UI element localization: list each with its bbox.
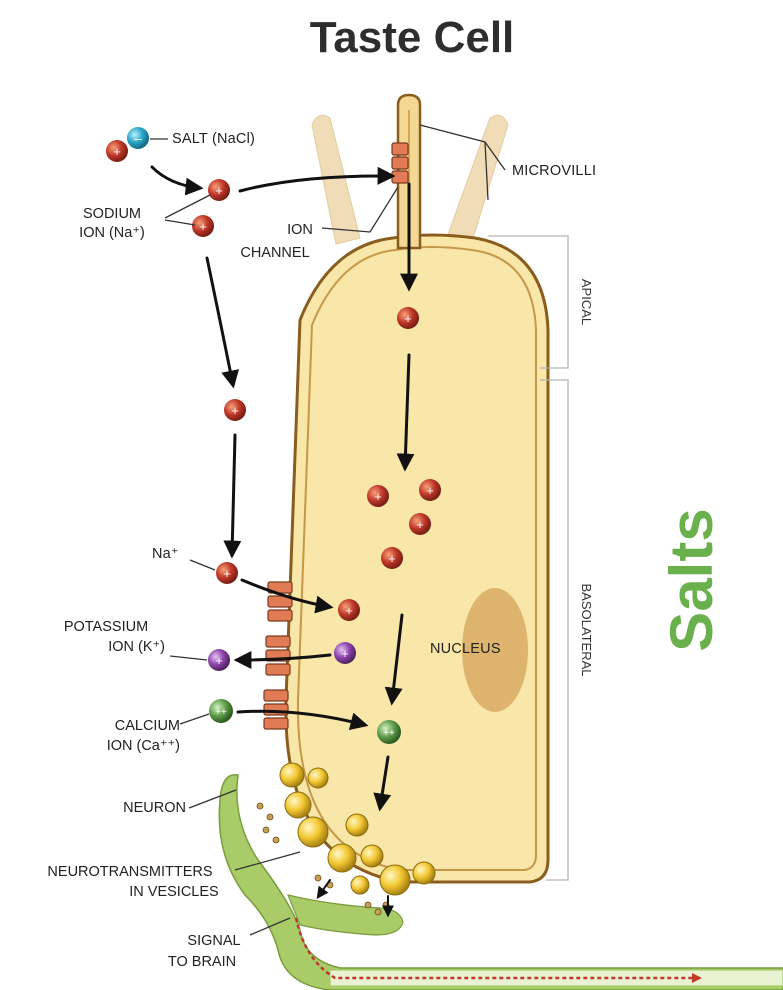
vesicle (280, 763, 304, 787)
svg-text:+: + (215, 183, 223, 198)
potassium-label: ION (K⁺) (108, 639, 165, 655)
svg-text:+: + (404, 311, 412, 326)
svg-text:+: + (231, 403, 239, 418)
chloride-ion: – (127, 127, 149, 149)
svg-text:+: + (215, 653, 223, 668)
arrow-salt-to-sodium (152, 167, 200, 188)
svg-text:+: + (345, 603, 353, 618)
vesicle (328, 844, 356, 872)
ion-channel-label: ION (287, 222, 313, 238)
ion-channel-sodium (268, 582, 292, 621)
svg-text:+: + (374, 489, 382, 504)
side-title: Salts (658, 508, 725, 651)
microvilli-label: MICROVILLI (512, 163, 596, 179)
sodium-ion: + (216, 562, 238, 584)
sodium-ion: + (224, 399, 246, 421)
arrow-sodium-down-2 (232, 435, 235, 555)
neurotransmitters-label: NEUROTRANSMITTERS (47, 864, 212, 880)
sodium-ion: + (381, 547, 403, 569)
svg-text:+: + (416, 517, 424, 532)
potassium-ion: + (208, 649, 230, 671)
sodium-ion: + (208, 179, 230, 201)
ion-channel-apical (392, 143, 408, 183)
sodium-ion: + (192, 215, 214, 237)
salt-label: SALT (NaCl) (172, 131, 255, 147)
sodium-ion: + (367, 485, 389, 507)
ion-channel-calcium (264, 690, 288, 729)
svg-text:+: + (199, 219, 207, 234)
calcium-label: ION (Ca⁺⁺) (107, 738, 180, 754)
svg-text:+: + (426, 483, 434, 498)
basolateral-label: BASOLATERAL (579, 584, 594, 677)
sodium-ion: + (338, 599, 360, 621)
sodium-label: SODIUM (83, 206, 141, 222)
calcium-label: CALCIUM (115, 718, 180, 734)
ion-channel-potassium (266, 636, 290, 675)
microvillus-right (446, 115, 508, 248)
apical-label: APICAL (579, 279, 594, 325)
svg-text:++: ++ (383, 728, 395, 739)
vesicle (346, 814, 368, 836)
na-label: Na⁺ (152, 546, 179, 562)
calcium-ion: ++ (377, 720, 401, 744)
arrow-sodium-down-1 (207, 258, 233, 385)
svg-text:+: + (223, 566, 231, 581)
svg-text:–: – (134, 130, 142, 146)
signal-label: SIGNAL (187, 933, 240, 949)
vesicle (413, 862, 435, 884)
arrow-sodium-to-channel (240, 176, 392, 191)
vesicle (351, 876, 369, 894)
svg-text:+: + (341, 646, 349, 661)
vesicle (298, 817, 328, 847)
potassium-label: POTASSIUM (64, 619, 148, 635)
sodium-label: ION (Na⁺) (79, 225, 145, 241)
svg-text:+: + (388, 551, 396, 566)
svg-text:++: ++ (215, 707, 227, 718)
vesicle (380, 865, 410, 895)
ion-channel-label: CHANNEL (240, 245, 309, 261)
sodium-ion: + (419, 479, 441, 501)
svg-text:+: + (113, 144, 121, 159)
calcium-ion: ++ (209, 699, 233, 723)
sodium-ion: + (106, 140, 128, 162)
diagram-title: Taste Cell (310, 13, 515, 62)
potassium-ion: + (334, 642, 356, 664)
vesicle (308, 768, 328, 788)
neuron-label: NEURON (123, 800, 186, 816)
sodium-ion: + (397, 307, 419, 329)
neuron-synapse (288, 895, 403, 935)
nucleus-label: NUCLEUS (430, 641, 501, 657)
signal-label: TO BRAIN (168, 954, 236, 970)
arrow-release-1 (318, 880, 330, 897)
vesicle (285, 792, 311, 818)
neurotransmitters-label: IN VESICLES (129, 884, 218, 900)
sodium-ion: + (409, 513, 431, 535)
vesicle (361, 845, 383, 867)
